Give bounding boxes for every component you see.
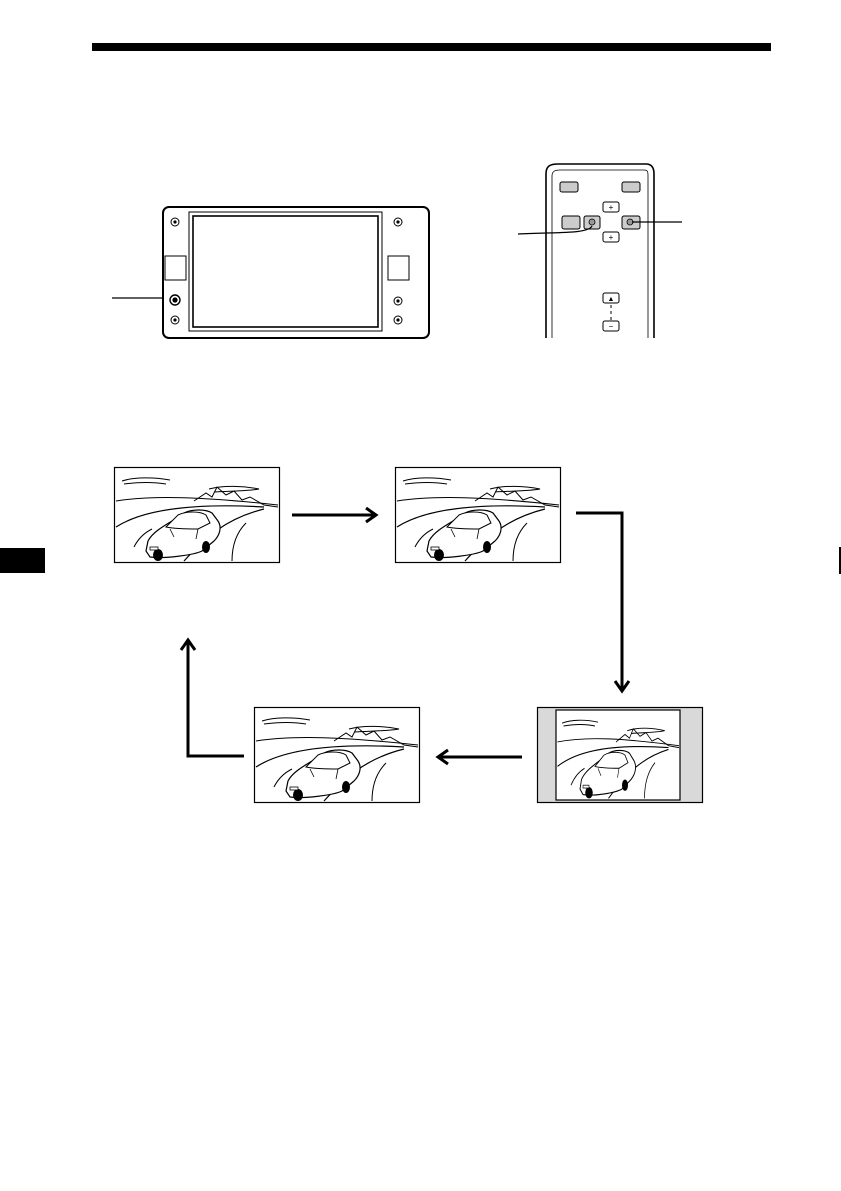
arrow-right-icon [290, 505, 385, 525]
monitor-front-panel-icon [112, 205, 432, 341]
car-scene-full-icon [537, 707, 703, 803]
car-scene-normal-icon [114, 467, 280, 563]
svg-text:+: + [609, 203, 614, 212]
car-scene-zoom-icon [254, 707, 420, 803]
remote-commander-icon: + + ▲ − [518, 162, 684, 340]
svg-text:+: + [609, 233, 614, 242]
remote-button-top-right[interactable] [622, 182, 640, 192]
remote-button-left[interactable] [562, 216, 580, 229]
arrow-left-icon [428, 747, 524, 767]
svg-text:−: − [609, 322, 614, 331]
svg-text:▲: ▲ [608, 296, 615, 303]
section-tab-marker [0, 548, 45, 573]
arrow-up-icon [174, 638, 246, 760]
arrow-down-icon [574, 507, 634, 697]
remote-button-top-left[interactable] [560, 182, 578, 192]
car-scene-wide-icon [395, 467, 561, 563]
header-rule [92, 43, 771, 51]
